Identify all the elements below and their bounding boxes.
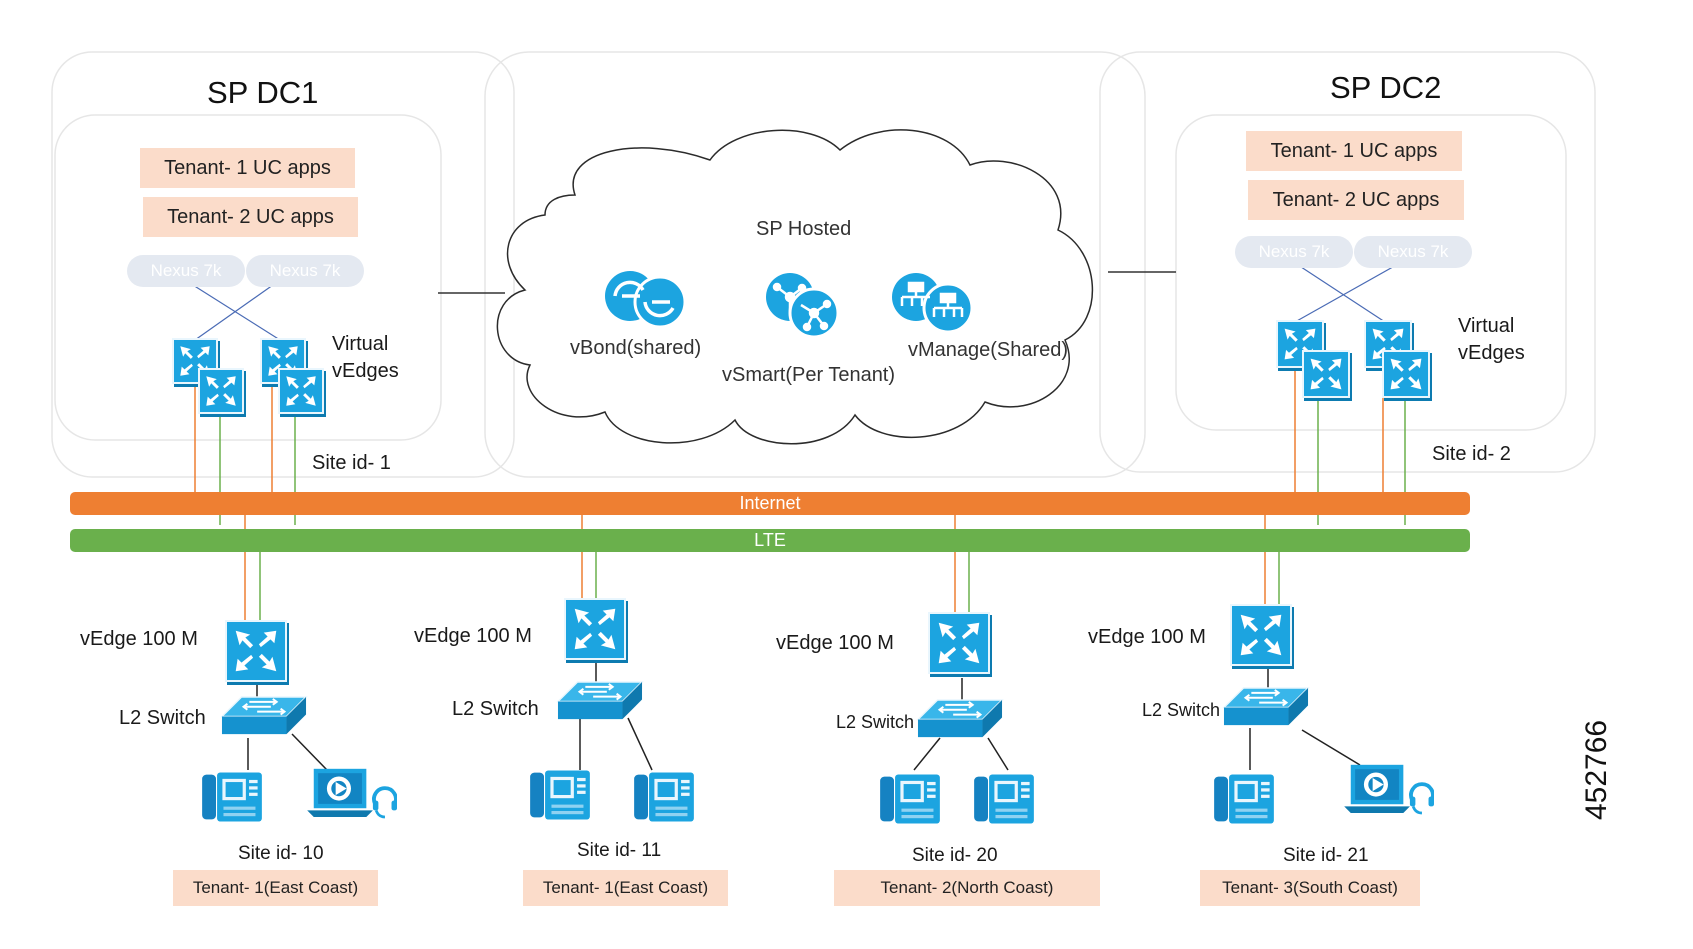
site11-tenant-box: Tenant- 1(East Coast)	[523, 870, 728, 906]
dc1-vedge-router-icon	[198, 368, 244, 414]
dc1-nexus-2: Nexus 7k	[246, 255, 364, 287]
site21-vedge-router-icon	[1230, 604, 1292, 666]
dc1-site-id: Site id- 1	[312, 452, 391, 474]
site11-switch-label: L2 Switch	[452, 698, 539, 720]
site11-site-id: Site id- 11	[577, 840, 662, 861]
dc2-vedge-router-icon	[1302, 350, 1350, 398]
site10-router-label: vEdge 100 M	[80, 628, 198, 650]
dc1-title: SP DC1	[207, 75, 319, 110]
dc2-title: SP DC2	[1330, 70, 1442, 105]
vsmart-icon	[762, 270, 842, 340]
dc1-tenant-1-box: Tenant- 1 UC apps	[140, 148, 355, 188]
dc2-virtual-label: Virtual	[1458, 315, 1515, 337]
lte-transport-bar: LTE	[70, 529, 1470, 552]
site11-l2-switch-icon	[556, 680, 644, 723]
site11-vedge-router-icon	[564, 598, 626, 660]
site20-vedge-router-icon	[928, 612, 990, 674]
dc2-tenant-2-box: Tenant- 2 UC apps	[1248, 180, 1464, 220]
site21-tenant-box: Tenant- 3(South Coast)	[1200, 870, 1420, 906]
site21-laptop-headset-icon	[1342, 762, 1434, 818]
site10-laptop-headset-icon	[305, 766, 397, 822]
internet-transport-bar: Internet	[70, 492, 1470, 515]
site10-vedge-router-icon	[225, 620, 287, 682]
site20-site-id: Site id- 20	[912, 845, 998, 866]
dc2-nexus-2: Nexus 7k	[1354, 236, 1472, 268]
vbond-icon	[600, 268, 690, 328]
site11-router-label: vEdge 100 M	[414, 625, 532, 647]
site21-router-label: vEdge 100 M	[1088, 626, 1206, 648]
site10-ip-phone-icon	[200, 770, 264, 824]
site20-l2-switch-icon	[916, 698, 1004, 741]
site21-ip-phone-icon	[1212, 772, 1276, 826]
vmanage-label: vManage(Shared)	[908, 339, 1069, 361]
site20-ip-phone-icon	[972, 772, 1036, 826]
dc2-nexus-1: Nexus 7k	[1235, 236, 1353, 268]
vmanage-icon	[888, 270, 978, 334]
site11-ip-phone-icon	[528, 768, 592, 822]
dc1-tenant-2-box: Tenant- 2 UC apps	[143, 197, 358, 237]
site11-ip-phone-icon	[632, 770, 696, 824]
site10-tenant-box: Tenant- 1(East Coast)	[173, 870, 378, 906]
site20-ip-phone-icon	[878, 772, 942, 826]
dc2-site-id: Site id- 2	[1432, 443, 1511, 465]
dc2-vedges-label: vEdges	[1458, 342, 1525, 364]
site21-switch-label: L2 Switch	[1142, 700, 1221, 720]
cloud-panel	[484, 51, 1146, 478]
vsmart-label: vSmart(Per Tenant)	[722, 364, 896, 386]
site20-tenant-box: Tenant- 2(North Coast)	[834, 870, 1100, 906]
dc1-virtual-label: Virtual	[332, 333, 389, 355]
dc2-tenant-1-box: Tenant- 1 UC apps	[1246, 131, 1462, 171]
dc2-outer-panel	[1099, 51, 1596, 473]
dc1-inner-panel	[54, 114, 442, 441]
site10-site-id: Site id- 10	[238, 843, 324, 864]
site20-switch-label: L2 Switch	[836, 712, 915, 732]
dc1-vedge-router-icon	[278, 368, 324, 414]
site10-switch-label: L2 Switch	[119, 707, 206, 729]
site20-router-label: vEdge 100 M	[776, 632, 894, 654]
site21-l2-switch-icon	[1222, 686, 1310, 729]
vbond-label: vBond(shared)	[570, 337, 702, 359]
figure-id: 452766	[1580, 719, 1613, 820]
site10-l2-switch-icon	[220, 695, 308, 738]
dc1-vedges-label: vEdges	[332, 360, 399, 382]
site21-site-id: Site id- 21	[1283, 845, 1369, 866]
cloud-title: SP Hosted	[756, 218, 852, 240]
dc2-vedge-router-icon	[1382, 350, 1430, 398]
dc1-nexus-1: Nexus 7k	[127, 255, 245, 287]
dc1-vedge-router-icon	[172, 338, 218, 384]
